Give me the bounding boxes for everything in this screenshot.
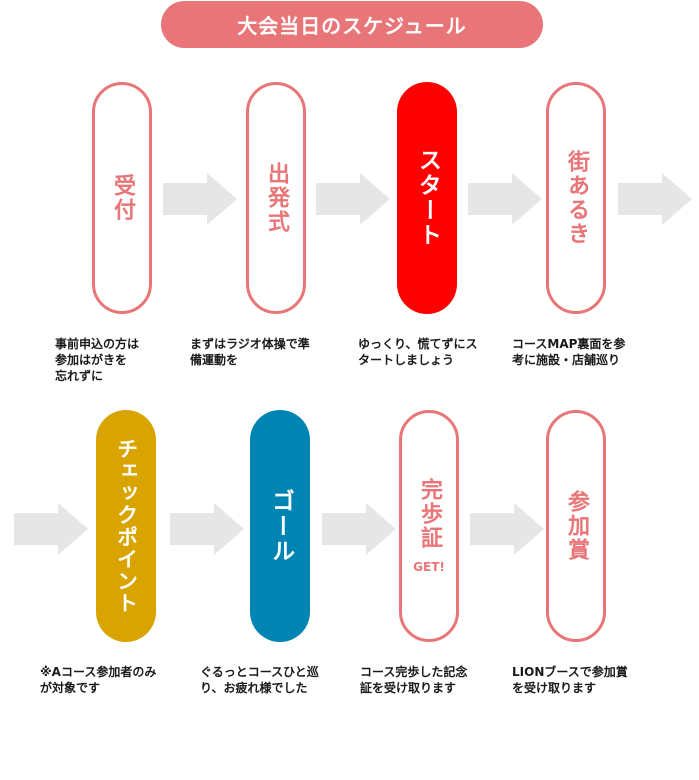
step-label: 街あるき	[564, 150, 589, 246]
step-description: ゆっくり、慌てずにス タートしましょう	[358, 337, 478, 367]
step-description: まずはラジオ体操で準 備運動を	[190, 337, 310, 367]
schedule-title: 大会当日のスケジュール	[161, 1, 543, 48]
step-description: コース完歩した記念 証を受け取ります	[360, 665, 468, 695]
step-ceremony: 出発式	[246, 82, 306, 314]
step-label: 受付	[110, 174, 135, 222]
step-label: チェックポイント	[114, 438, 139, 614]
step-description: ぐるっとコースひと巡 り、お疲れ様でした	[200, 665, 319, 695]
step-sublabel: GET!	[413, 560, 445, 574]
step-description: 事前申込の方は 参加はがきを 忘れずに	[55, 337, 140, 383]
step-label: ゴール	[267, 488, 294, 564]
arrow-right-icon	[170, 503, 244, 555]
step-goal: ゴール	[250, 410, 310, 642]
step-label: 出発式	[264, 162, 289, 234]
arrow-right-icon	[322, 503, 396, 555]
arrow-right-icon	[618, 173, 692, 225]
step-checkpoint: チェックポイント	[96, 410, 156, 642]
step-description: ※Aコース参加者のみ が対象です	[40, 665, 157, 695]
step-description: コースMAP裏面を参 考に施設・店舗巡り	[512, 337, 626, 367]
step-town-walk: 街あるき	[546, 82, 606, 314]
step-reception: 受付	[92, 82, 152, 314]
step-label: 参加賞	[564, 490, 589, 562]
arrow-right-icon	[468, 173, 542, 225]
arrow-right-icon	[163, 173, 237, 225]
step-label: 完歩証	[417, 478, 442, 550]
step-label: スタート	[414, 148, 441, 248]
step-start: スタート	[397, 82, 457, 314]
arrow-right-icon	[470, 503, 544, 555]
arrow-right-icon	[316, 173, 390, 225]
arrow-right-icon	[14, 503, 88, 555]
step-completion-certificate: 完歩証 GET!	[399, 410, 459, 642]
step-participation-prize: 参加賞	[546, 410, 606, 642]
step-description: LIONブースで参加賞 を受け取ります	[512, 665, 628, 695]
